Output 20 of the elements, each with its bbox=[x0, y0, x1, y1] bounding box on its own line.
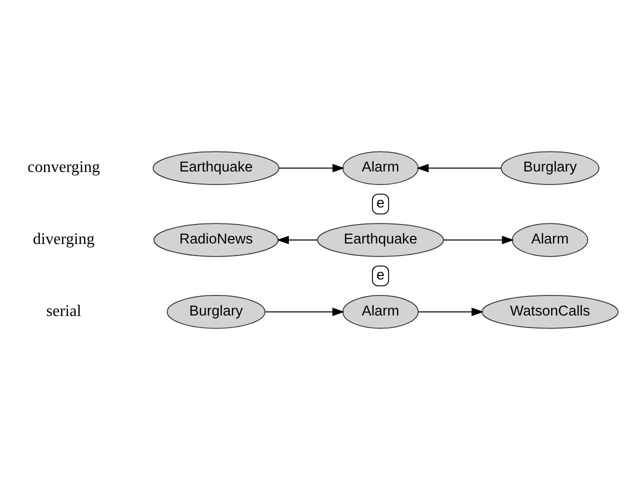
node-ellipse: Burglary bbox=[166, 295, 266, 329]
label: converging bbox=[28, 159, 100, 176]
arrow bbox=[276, 236, 318, 244]
node-ellipse: Burglary bbox=[500, 151, 600, 185]
node-ellipse: Alarm bbox=[512, 223, 588, 257]
node-box: e bbox=[372, 266, 390, 286]
arrow bbox=[265, 308, 344, 316]
node-ellipse: Earthquake bbox=[152, 151, 280, 185]
node-ellipse: Earthquake bbox=[317, 223, 444, 257]
node-ellipse: WatsonCalls bbox=[481, 295, 619, 329]
arrow bbox=[416, 164, 501, 172]
label: serial bbox=[46, 302, 82, 320]
node-ellipse: RadioNews bbox=[154, 223, 279, 257]
arrow bbox=[279, 164, 345, 172]
node-ellipse: Alarm bbox=[342, 295, 419, 329]
node-ellipse: Alarm bbox=[342, 151, 419, 185]
label: diverging bbox=[32, 230, 95, 248]
arrow bbox=[444, 236, 514, 244]
node-box: e bbox=[372, 194, 390, 214]
arrow bbox=[418, 308, 484, 316]
